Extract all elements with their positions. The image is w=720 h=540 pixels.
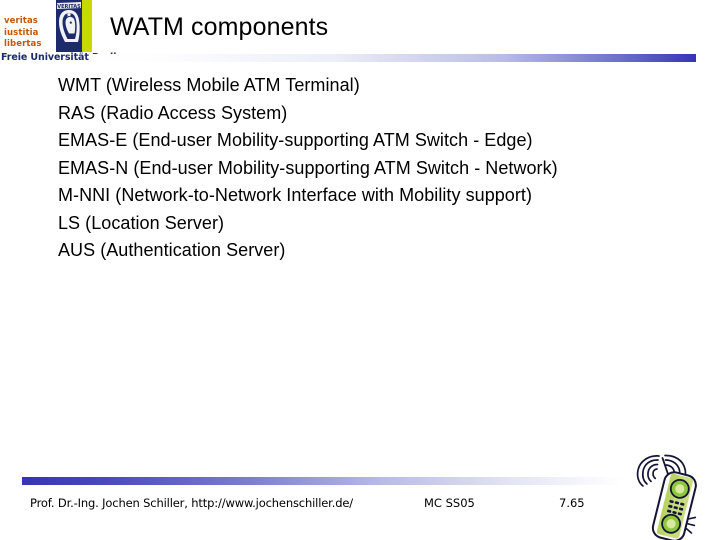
list-item: EMAS-N (End-user Mobility-supporting ATM… (58, 157, 558, 178)
university-name: Freie Universität Berlin (1, 52, 124, 63)
content-list: WMT (Wireless Mobile ATM Terminal) RAS (… (58, 72, 678, 265)
footer: Prof. Dr.-Ing. Jochen Schiller, http://w… (0, 496, 720, 516)
list-item: AUS (Authentication Server) (58, 240, 286, 260)
logo-motto-line-3: libertas (4, 39, 42, 49)
logo-motto-line-2: iustitia (4, 27, 39, 38)
footer-page-number: 7.65 (559, 496, 585, 510)
footer-divider (22, 477, 622, 485)
university-seal-icon: VERITAS (56, 0, 82, 52)
logo-motto-line-1: veritas (4, 16, 38, 26)
list-item: EMAS-E (End-user Mobility-supporting ATM… (58, 130, 533, 150)
list-item: M-NNI (Network-to-Network Interface with… (58, 185, 533, 205)
list-item: WMT (Wireless Mobile ATM Terminal) (58, 75, 360, 95)
list-item: LS (Location Server) (58, 212, 225, 233)
logo-accent-stripe (82, 0, 92, 52)
header-divider (92, 54, 696, 62)
footer-course: MC SS05 (424, 496, 475, 510)
mobile-phone-icon (618, 432, 718, 540)
footer-author: Prof. Dr.-Ing. Jochen Schiller, http://w… (30, 496, 354, 510)
fu-berlin-logo: veritas iustitia libertas VERITAS (0, 0, 123, 63)
page-title: WATM components (110, 13, 329, 41)
list-item: RAS (Radio Access System) (58, 102, 288, 123)
svg-text:VERITAS: VERITAS (57, 4, 81, 10)
logo-motto: veritas iustitia libertas (4, 16, 56, 51)
